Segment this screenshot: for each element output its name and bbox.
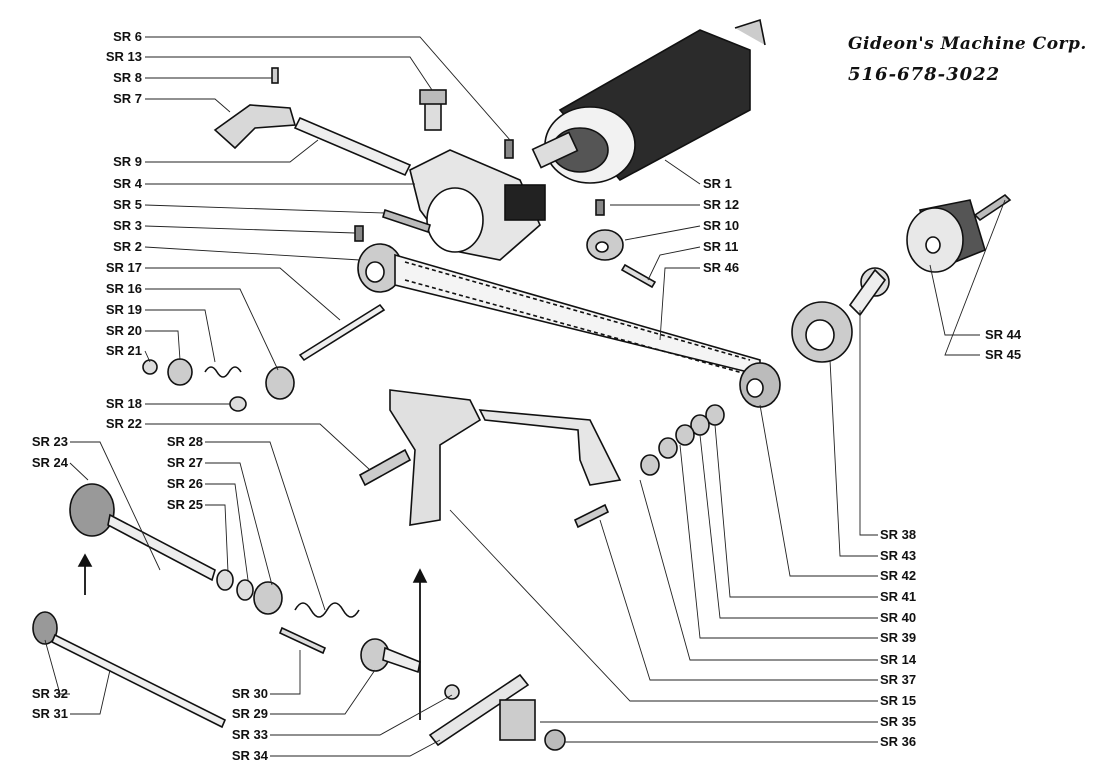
label-sr20: SR 20: [105, 323, 142, 338]
label-sr15: SR 15: [880, 693, 917, 708]
label-sr27: SR 27: [166, 455, 203, 470]
label-sr43: SR 43: [880, 548, 917, 563]
label-sr44: SR 44: [985, 327, 1022, 342]
label-sr28: SR 28: [166, 434, 203, 449]
label-sr12: SR 12: [703, 197, 740, 212]
company-name: Gideon's Machine Corp.: [848, 34, 1087, 54]
motor-part: [531, 18, 766, 184]
label-sr5: SR 5: [113, 197, 142, 212]
label-sr14: SR 14: [880, 652, 917, 667]
label-sr25: SR 25: [166, 497, 203, 512]
label-sr41: SR 41: [880, 589, 917, 604]
phone-number: 516-678-3022: [848, 64, 1001, 85]
label-sr32: SR 32: [31, 686, 68, 701]
label-sr31: SR 31: [31, 706, 68, 721]
label-sr36: SR 36: [880, 734, 917, 749]
label-sr19: SR 19: [105, 302, 142, 317]
housing-part: [409, 149, 546, 261]
label-sr46: SR 46: [703, 260, 740, 275]
label-sr35: SR 35: [880, 714, 917, 729]
label-sr30: SR 30: [231, 686, 268, 701]
label-sr37: SR 37: [880, 672, 917, 687]
label-sr22: SR 22: [105, 416, 142, 431]
label-sr26: SR 26: [166, 476, 203, 491]
label-sr34: SR 34: [231, 748, 268, 763]
label-sr2: SR 2: [113, 239, 142, 254]
label-sr3: SR 3: [113, 218, 142, 233]
label-sr8: SR 8: [113, 70, 142, 85]
label-sr24: SR 24: [31, 455, 68, 470]
label-sr39: SR 39: [880, 630, 917, 645]
label-sr42: SR 42: [880, 568, 917, 583]
label-sr29: SR 29: [231, 706, 268, 721]
label-sr13: SR 13: [105, 49, 142, 64]
label-sr4: SR 4: [113, 176, 142, 191]
label-sr10: SR 10: [703, 218, 740, 233]
label-sr18: SR 18: [105, 396, 142, 411]
label-sr23: SR 23: [31, 434, 68, 449]
label-sr17: SR 17: [105, 260, 142, 275]
label-sr45: SR 45: [985, 347, 1022, 362]
label-sr33: SR 33: [231, 727, 268, 742]
wheel-part: [906, 199, 986, 273]
label-sr11: SR 11: [703, 239, 739, 254]
label-sr1: SR 1: [703, 176, 732, 191]
label-sr16: SR 16: [105, 281, 142, 296]
label-sr38: SR 38: [880, 527, 917, 542]
label-sr9: SR 9: [113, 154, 142, 169]
label-sr7: SR 7: [113, 91, 142, 106]
label-sr40: SR 40: [880, 610, 917, 625]
label-sr21: SR 21: [105, 343, 142, 358]
label-sr6: SR 6: [113, 29, 142, 44]
